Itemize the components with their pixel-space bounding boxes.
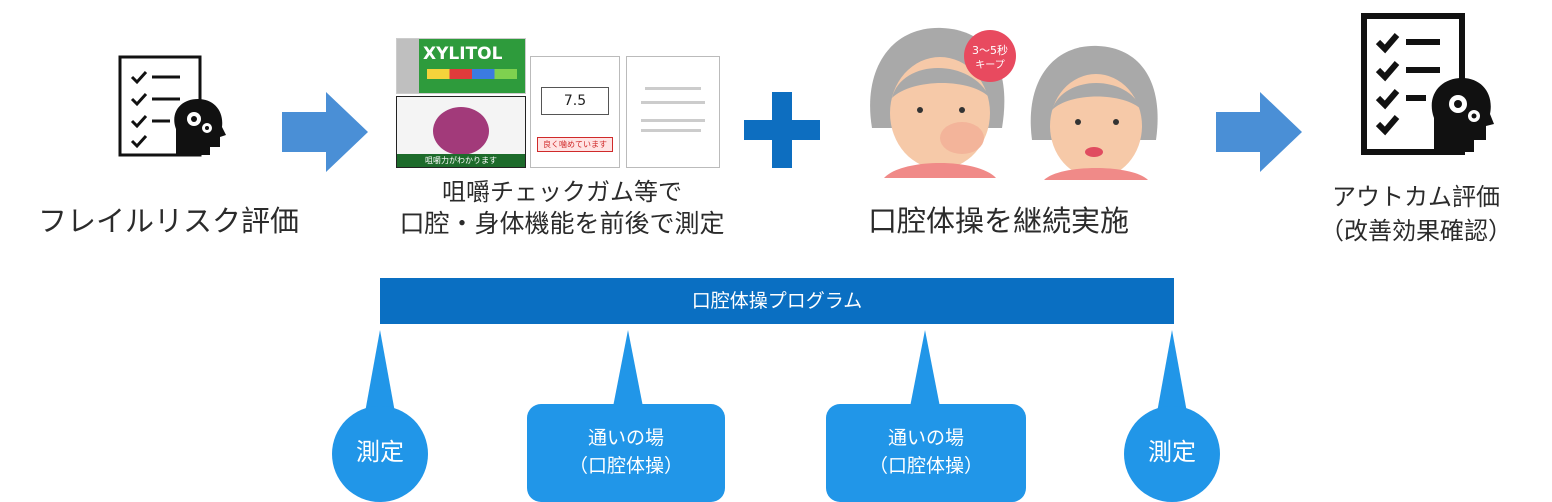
gum-photo: 咀嚼力がわかります bbox=[396, 96, 526, 168]
step-outcome-line2: （改善効果確認） bbox=[1320, 217, 1512, 245]
venue-1-label: 通いの場 （口腔体操） bbox=[527, 424, 725, 480]
step-measure-label: 咀嚼チェックガム等で 口腔・身体機能を前後で測定 bbox=[384, 176, 740, 240]
arrow-right-icon bbox=[1216, 92, 1302, 172]
venue-callout-1 bbox=[527, 330, 725, 502]
outcome-checklist-icon bbox=[1361, 13, 1494, 155]
face-lip-exercise-image bbox=[1030, 45, 1158, 180]
venue-2-line1: 通いの場 bbox=[887, 427, 964, 449]
gum-product-image: XYLITOL bbox=[396, 38, 526, 94]
step-exercise-label: 口腔体操を継続実施 bbox=[868, 204, 1130, 238]
keep-badge-line2: キープ bbox=[975, 59, 1004, 71]
measure-end-callout bbox=[1124, 330, 1220, 502]
venue-1-line1: 通いの場 bbox=[587, 427, 664, 449]
measure-start-callout bbox=[332, 330, 428, 502]
step-measure-line1: 咀嚼チェックガム等で bbox=[442, 178, 682, 206]
checklist-head-icon bbox=[118, 55, 226, 157]
venue-1-line2: （口腔体操） bbox=[568, 455, 683, 477]
gum-brand-label: XYLITOL bbox=[423, 44, 503, 64]
venue-2-label: 通いの場 （口腔体操） bbox=[826, 424, 1026, 480]
step-measure-line2: 口腔・身体機能を前後で測定 bbox=[399, 209, 725, 238]
callouts bbox=[332, 330, 1220, 502]
keep-badge-line1: 3〜5秒 bbox=[972, 43, 1008, 57]
report-card-1: 7.5 良く噛めています bbox=[530, 56, 620, 168]
plus-icon bbox=[744, 92, 820, 168]
arrow-right-icon bbox=[282, 92, 368, 172]
report-card-2 bbox=[626, 56, 720, 168]
measure-end-label: 測定 bbox=[1148, 438, 1196, 466]
venue-callout-2 bbox=[826, 330, 1026, 502]
step-outcome-line1: アウトカム評価 bbox=[1332, 183, 1500, 211]
measure-start-label: 測定 bbox=[356, 438, 404, 466]
report-badge: 良く噛めています bbox=[537, 137, 613, 152]
keep-badge: 3〜5秒 キープ bbox=[964, 30, 1016, 82]
step-risk-label: フレイルリスク評価 bbox=[38, 204, 300, 238]
step-outcome-label: アウトカム評価 （改善効果確認） bbox=[1296, 180, 1536, 248]
gum-caption: 咀嚼力がわかります bbox=[397, 154, 525, 167]
program-bar: 口腔体操プログラム bbox=[380, 278, 1174, 324]
report-value: 7.5 bbox=[541, 87, 609, 115]
venue-2-line2: （口腔体操） bbox=[868, 455, 983, 477]
